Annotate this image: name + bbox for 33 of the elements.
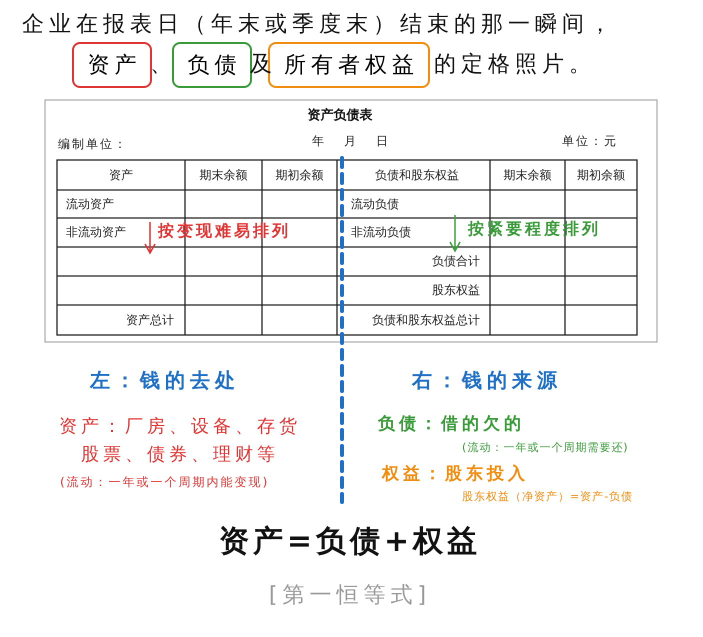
table-cell-text: 期初余额	[274, 166, 324, 184]
table-cell-text: 资产总计	[125, 312, 175, 329]
section-heading: 右：钱的来源	[412, 368, 562, 392]
note-text: 股东权益（净资产）=资产-负债	[462, 490, 634, 504]
note-text: (流动：一年或一个周期内能变现)	[60, 475, 270, 490]
intro-text: 企业在报表日（年末或季度末）结束的那一瞬间，	[22, 12, 616, 38]
caption-text: [第一恒等式]	[268, 583, 432, 610]
table-cell-text: 股东权益	[431, 282, 481, 300]
form-title: 资产负债表	[306, 108, 374, 124]
intro-text: 的定格照片。	[434, 52, 596, 78]
note-text: 资产：厂房、设备、存货股票、债券、理财等	[58, 415, 302, 467]
table-cell-text: 非流动资产	[65, 224, 127, 242]
table-cell-text: 流动资产	[65, 196, 115, 213]
note-text: (流动：一年或一个周期需要还)	[462, 441, 629, 454]
equation-text: 资产=负债+权益	[218, 524, 482, 560]
note-text: 年	[312, 134, 324, 148]
table-cell-text: 期末余额	[198, 166, 248, 184]
note-text: 权益：股东投入	[382, 464, 529, 484]
section-heading: 左：钱的去处	[90, 368, 240, 392]
table-cell-text: 负债和股东权益	[374, 166, 460, 184]
note-text: 编制单位：	[58, 137, 128, 152]
table-cell-text: 负债和股东权益总计	[371, 312, 481, 329]
table-cell-text: 负债合计	[431, 253, 481, 270]
note-text: 单位：元	[562, 134, 618, 148]
table-cell-text: 流动负债	[350, 196, 400, 213]
table-cell-text: 资产	[108, 166, 134, 184]
highlighted-term: 资产	[72, 42, 152, 88]
note-text: 负债：借的欠的	[378, 414, 525, 434]
table-cell-text: 期初余额	[576, 166, 626, 184]
note-text: 日	[376, 134, 388, 148]
table-cell-text: 非流动负债	[350, 224, 412, 242]
note-text: 月	[344, 134, 356, 148]
table-cell-text: 期末余额	[502, 166, 552, 184]
